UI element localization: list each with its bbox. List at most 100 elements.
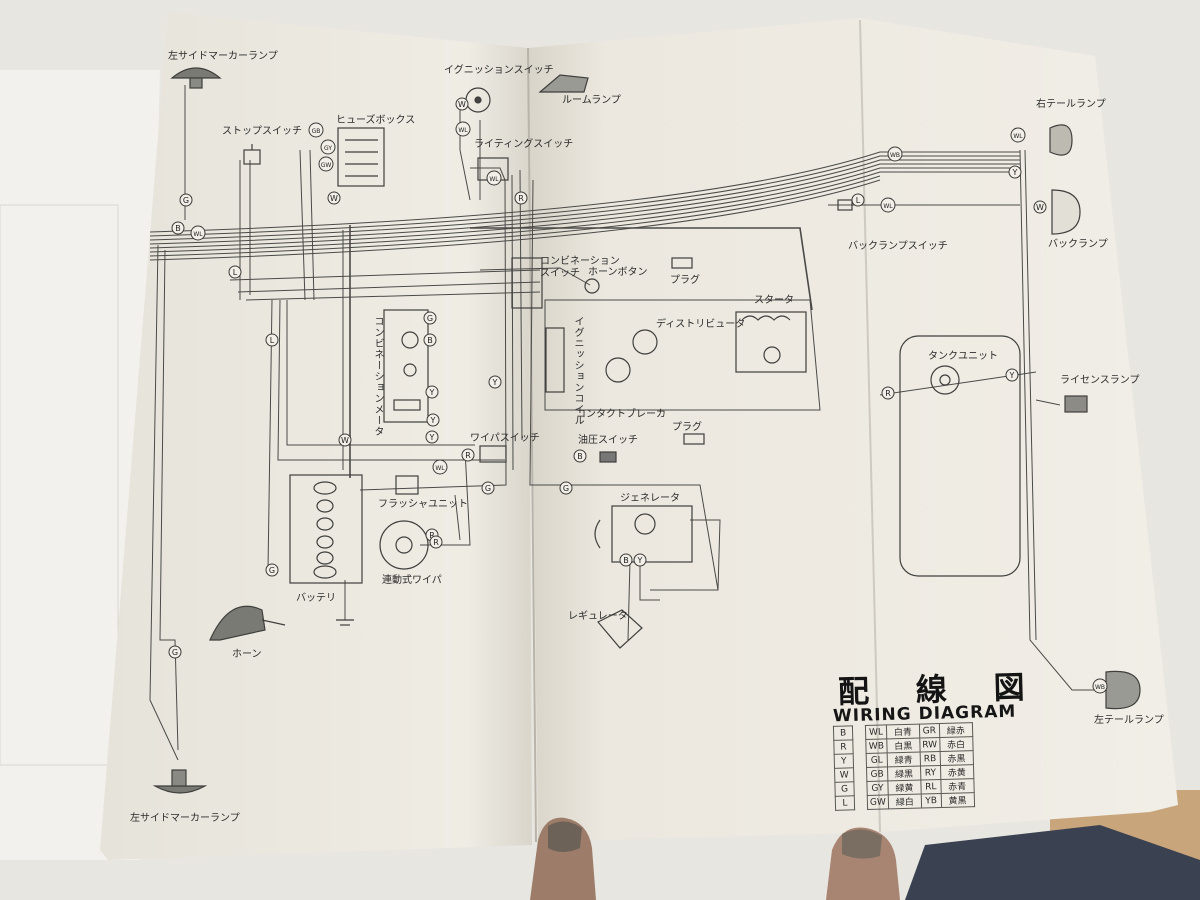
wire-tag-code: B: [577, 452, 583, 461]
wire-tag-marker: [880, 197, 896, 213]
legend-row: L GW 緑白 YB 黄黒: [835, 792, 975, 811]
tail-lamp-top-icon: [1049, 124, 1073, 156]
legend-single-code: R: [833, 739, 854, 755]
wire-tag-code: R: [433, 538, 439, 547]
page-fold: [859, 19, 881, 833]
wire-tag-marker: [320, 139, 336, 155]
legend-combo-name: 緑黄: [887, 780, 922, 795]
wire-tag-marker: [423, 333, 437, 347]
fuse-box-label: ヒューズボックス: [336, 115, 416, 126]
wire-tag-marker: [455, 121, 471, 137]
right-thumb: [826, 827, 900, 900]
legend-combo-code: GB: [866, 766, 888, 782]
wire-tag-marker: [881, 386, 895, 400]
room-lamp-icon: [538, 74, 589, 93]
room-lamp-label: ルームランプ: [562, 95, 621, 106]
wire-tag-code: WL: [489, 176, 499, 183]
legend-combo-code: RW: [919, 737, 940, 753]
wire-tag-marker: [318, 156, 334, 172]
wire-tag-marker: [429, 535, 443, 549]
wire-tag-marker: [190, 225, 206, 241]
legend-combo-name: 白青: [886, 724, 920, 739]
tail-lamp-top-label: 右テールランプ: [1036, 99, 1106, 110]
wire-tag-marker: [1033, 200, 1047, 214]
regulator-label: レギュレータ: [568, 611, 628, 622]
wire-tag-marker: [514, 191, 528, 205]
wire-tag-code: Y: [492, 378, 498, 387]
wire-tag-marker: [851, 193, 865, 207]
legend-combo-code: RL: [920, 779, 941, 795]
legend-combo-code: GR: [919, 723, 940, 739]
tail-lamp-bottom-label: 左テールランプ: [1094, 715, 1164, 726]
wire-tag-marker: [327, 191, 341, 205]
horn-label: ホーン: [232, 649, 262, 660]
wire-tag-code: B: [427, 336, 433, 345]
legend-combo-name: 緑赤: [939, 722, 973, 738]
wire-tag-code: G: [172, 648, 178, 657]
left-page: [100, 12, 532, 860]
plug-bottom-label: プラグ: [672, 422, 702, 433]
wire-tag-code: GW: [321, 162, 332, 169]
wiper-switch-label: ワイパスイッチ: [470, 433, 540, 444]
oil-pressure-switch-label: 油圧スイッチ: [578, 435, 638, 446]
wire-tag-code: W: [458, 100, 466, 109]
fuse-box-icon: [337, 127, 385, 187]
legend-combo-code: YB: [921, 793, 942, 809]
ignition-switch-label: イグニッションスイッチ: [444, 65, 554, 76]
wire-tag-marker: [425, 385, 439, 399]
back-lamp-label: バックランプ: [1048, 239, 1108, 250]
wire-tag-code: WL: [883, 203, 893, 210]
wire-tag-code: R: [885, 389, 891, 398]
wire-tag-code: WL: [193, 231, 203, 238]
wire-color-legend: B WL 白青 GR 緑赤 R WB 白黒 RW 赤白 Y GL 緑青 RB 赤…: [833, 722, 975, 811]
ignition-coil-label: イグニッションコイル: [572, 316, 583, 426]
starter-label: スタータ: [754, 295, 794, 306]
back-lamp-switch-label: バックランプスイッチ: [848, 241, 948, 252]
wire-tag-code: L: [856, 196, 861, 205]
legend-combo-name: 白黒: [886, 738, 921, 753]
legend-single-code: Y: [834, 753, 854, 769]
wire-tag-marker: [455, 97, 469, 111]
linked-wiper-icon: [379, 520, 429, 570]
wire-tag-code: WL: [458, 127, 468, 134]
wire-tag-code: G: [183, 196, 189, 205]
wire-tag-code: WL: [1013, 133, 1023, 140]
wire-tag-marker: [486, 170, 502, 186]
legend-combo-code: WL: [865, 724, 887, 740]
flasher-unit-icon: [395, 475, 419, 495]
wire-tag-code: WL: [435, 465, 445, 472]
wire-tag-marker: [633, 553, 647, 567]
wire-tag-marker: [171, 221, 185, 235]
combination-switch-icon: [511, 257, 543, 309]
legend-combo-name: 緑青: [887, 752, 921, 767]
oil-pressure-switch-icon: [599, 451, 617, 463]
stop-switch-label: ストップスイッチ: [222, 126, 302, 137]
wire-tag-marker: [461, 448, 475, 462]
wire-tag-code: G: [269, 566, 275, 575]
wire-tag-marker: [308, 122, 324, 138]
distributor-icon: [632, 329, 658, 355]
wire-tag-marker: [423, 311, 437, 325]
wire-tag-marker: [887, 146, 903, 162]
wire-tag-code: W: [330, 194, 338, 203]
horn-button-label: ホーンボタン: [588, 267, 648, 278]
wire-tag-marker: [425, 430, 439, 444]
wire-tag-marker: [265, 563, 279, 577]
legend-combo-name: 緑白: [888, 794, 922, 809]
side-marker-lamp-bottom-label: 左サイドマーカーランプ: [130, 813, 240, 824]
wire-tag-marker: [265, 333, 279, 347]
legend-combo-name: 赤黒: [939, 750, 974, 766]
wire-tag-code: Y: [1012, 168, 1018, 177]
stop-switch-icon: [243, 144, 261, 165]
lighting-switch-label: ライティングスイッチ: [474, 139, 574, 150]
wire-tag-code: Y: [1009, 371, 1015, 380]
starter-icon: [735, 311, 807, 373]
wire-tag-marker: [168, 645, 182, 659]
wire-tag-code: R: [518, 194, 524, 203]
side-marker-lamp-top-icon: [170, 67, 222, 89]
generator-icon: [594, 505, 693, 563]
wire-tag-marker: [573, 449, 587, 463]
wire-tag-marker: [228, 265, 242, 279]
legend-combo-name: 赤黄: [940, 764, 974, 780]
